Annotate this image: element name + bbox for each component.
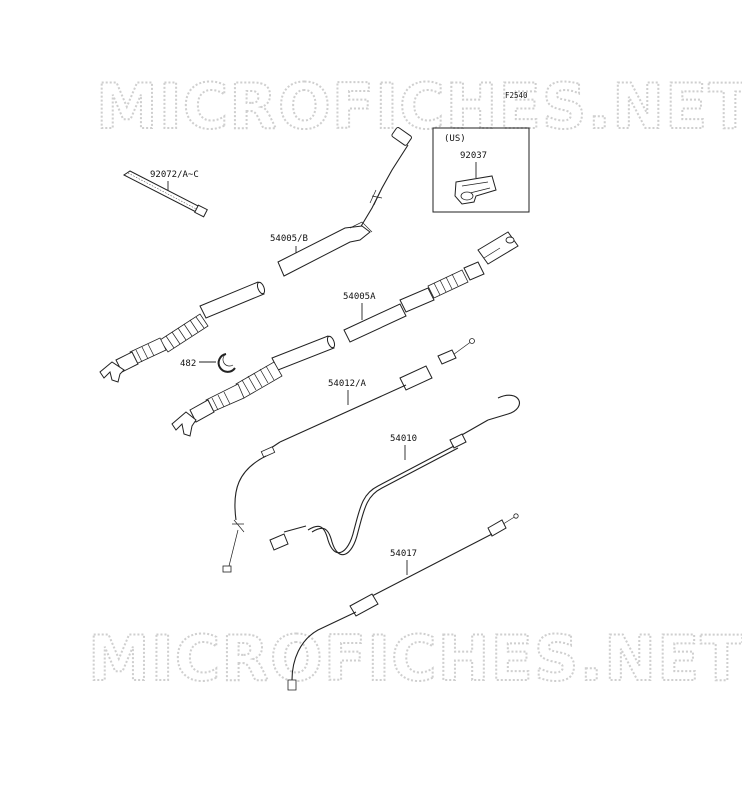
label-54005-b: 54005/B xyxy=(270,234,308,244)
label-54010: 54010 xyxy=(390,434,417,444)
throttle-cable-left-part xyxy=(99,281,266,383)
clamp-92037-part xyxy=(454,175,497,205)
cable-54017-part xyxy=(287,513,519,691)
cable-54012-a-part xyxy=(222,338,475,573)
label-54012-a: 54012/A xyxy=(328,379,367,389)
label-54005a: 54005A xyxy=(343,292,376,302)
inset-us-box: (US) 92037 xyxy=(432,127,530,213)
inset-part-label: 92037 xyxy=(460,151,487,161)
cable-tie-92072-part xyxy=(123,170,208,218)
inset-region-label: (US) xyxy=(444,134,466,144)
watermark-top: MICROFICHES.NET xyxy=(96,70,742,143)
cable-54005a-part xyxy=(343,231,519,343)
cable-54010-part xyxy=(269,394,520,556)
label-54017: 54017 xyxy=(390,549,417,559)
figure-code: F2540 xyxy=(505,91,528,100)
throttle-cable-second-part xyxy=(171,335,336,437)
watermark-bottom: MICROFICHES.NET xyxy=(88,622,742,695)
label-92072: 92072/A~C xyxy=(150,170,199,180)
cable-54005-b-part xyxy=(277,127,412,277)
clip-482-part xyxy=(217,353,236,373)
label-482: 482 xyxy=(180,359,196,369)
